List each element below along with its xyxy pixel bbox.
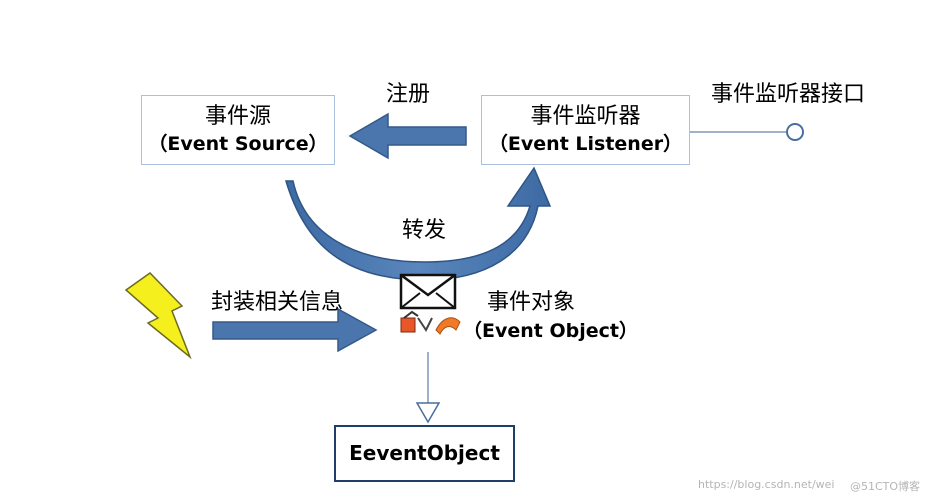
event-object-title: 事件对象	[487, 290, 576, 315]
lightning-icon	[124, 272, 192, 360]
envelope-icon	[399, 273, 457, 310]
interface-connector	[690, 123, 804, 141]
register-label: 注册	[386, 82, 431, 107]
event-object-subtitle: （Event Object）	[463, 320, 638, 342]
event-source-subtitle: （Event Source）	[148, 133, 328, 155]
event-listener-title: 事件监听器	[530, 104, 641, 129]
mail-decoration-icon	[400, 310, 461, 335]
forward-label: 转发	[402, 218, 447, 243]
wrap-label: 封装相关信息	[211, 290, 344, 315]
register-arrow	[348, 112, 467, 160]
watermark-url: https://blog.csdn.net/wei	[698, 478, 835, 491]
event-source-title: 事件源	[204, 104, 271, 129]
forward-curved-arrow	[284, 166, 552, 281]
watermark-brand: @51CTO博客	[850, 480, 921, 493]
event-object-class-box: EeventObject	[334, 425, 515, 482]
wrap-arrow	[212, 307, 378, 353]
event-listener-box: 事件监听器 （Event Listener）	[481, 95, 690, 165]
event-listener-subtitle: （Event Listener）	[488, 133, 683, 155]
inheritance-connector	[415, 352, 441, 424]
interface-label: 事件监听器接口	[711, 82, 866, 107]
event-object-class-label: EeventObject	[349, 441, 500, 465]
event-source-box: 事件源 （Event Source）	[141, 95, 335, 165]
